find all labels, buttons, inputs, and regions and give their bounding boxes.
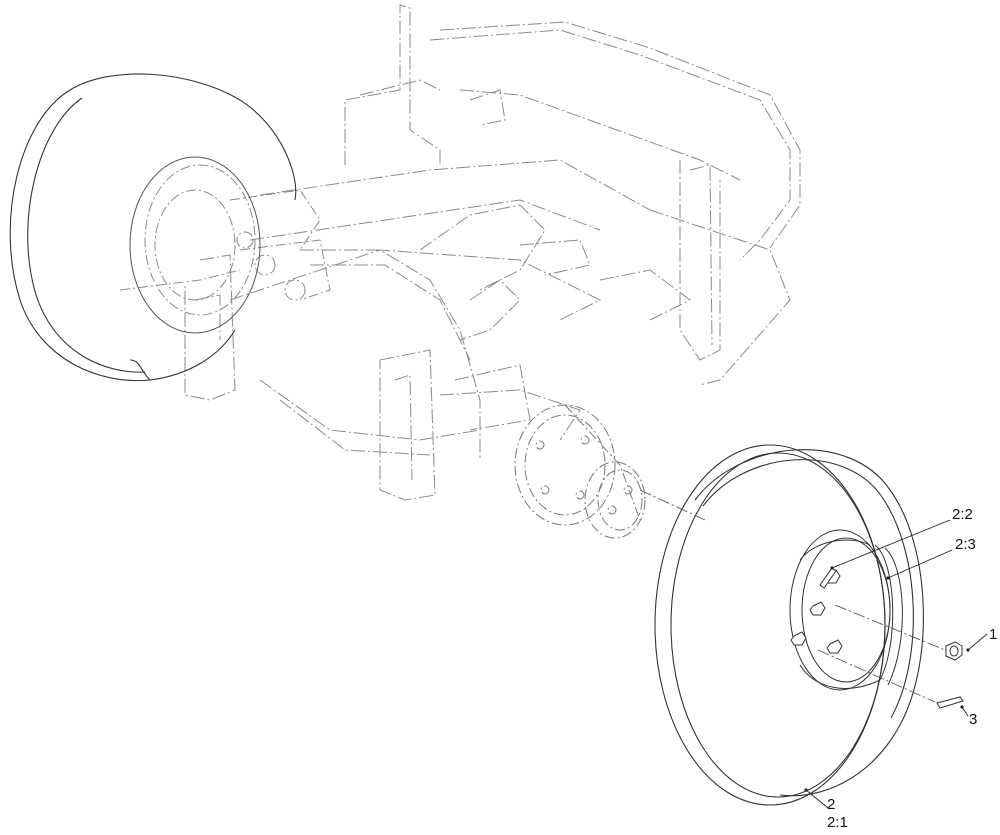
callout-3: 3 [969, 711, 978, 728]
callout-2-3: 2:3 [955, 536, 976, 553]
callout-1: 1 [989, 626, 998, 643]
wheel-weight-part [936, 696, 964, 709]
callout-2-1: 2:1 [827, 814, 848, 831]
valve-stem-icon [819, 567, 837, 589]
lug-nut-part [945, 641, 963, 661]
leader-terminals [804, 566, 970, 792]
callout-2: 2 [827, 796, 836, 813]
right-hub-assembly [514, 404, 646, 539]
callout-2-2: 2:2 [952, 506, 973, 523]
left-wheel [9, 73, 297, 382]
explosion-lines [639, 489, 946, 703]
right-wheel-tire [654, 444, 924, 806]
phantom-frame [184, 4, 801, 501]
right-wheel-rim [789, 529, 903, 691]
lug-bolts [790, 569, 843, 654]
leader-lines [805, 519, 988, 809]
left-hydraulic-motor [119, 164, 331, 316]
